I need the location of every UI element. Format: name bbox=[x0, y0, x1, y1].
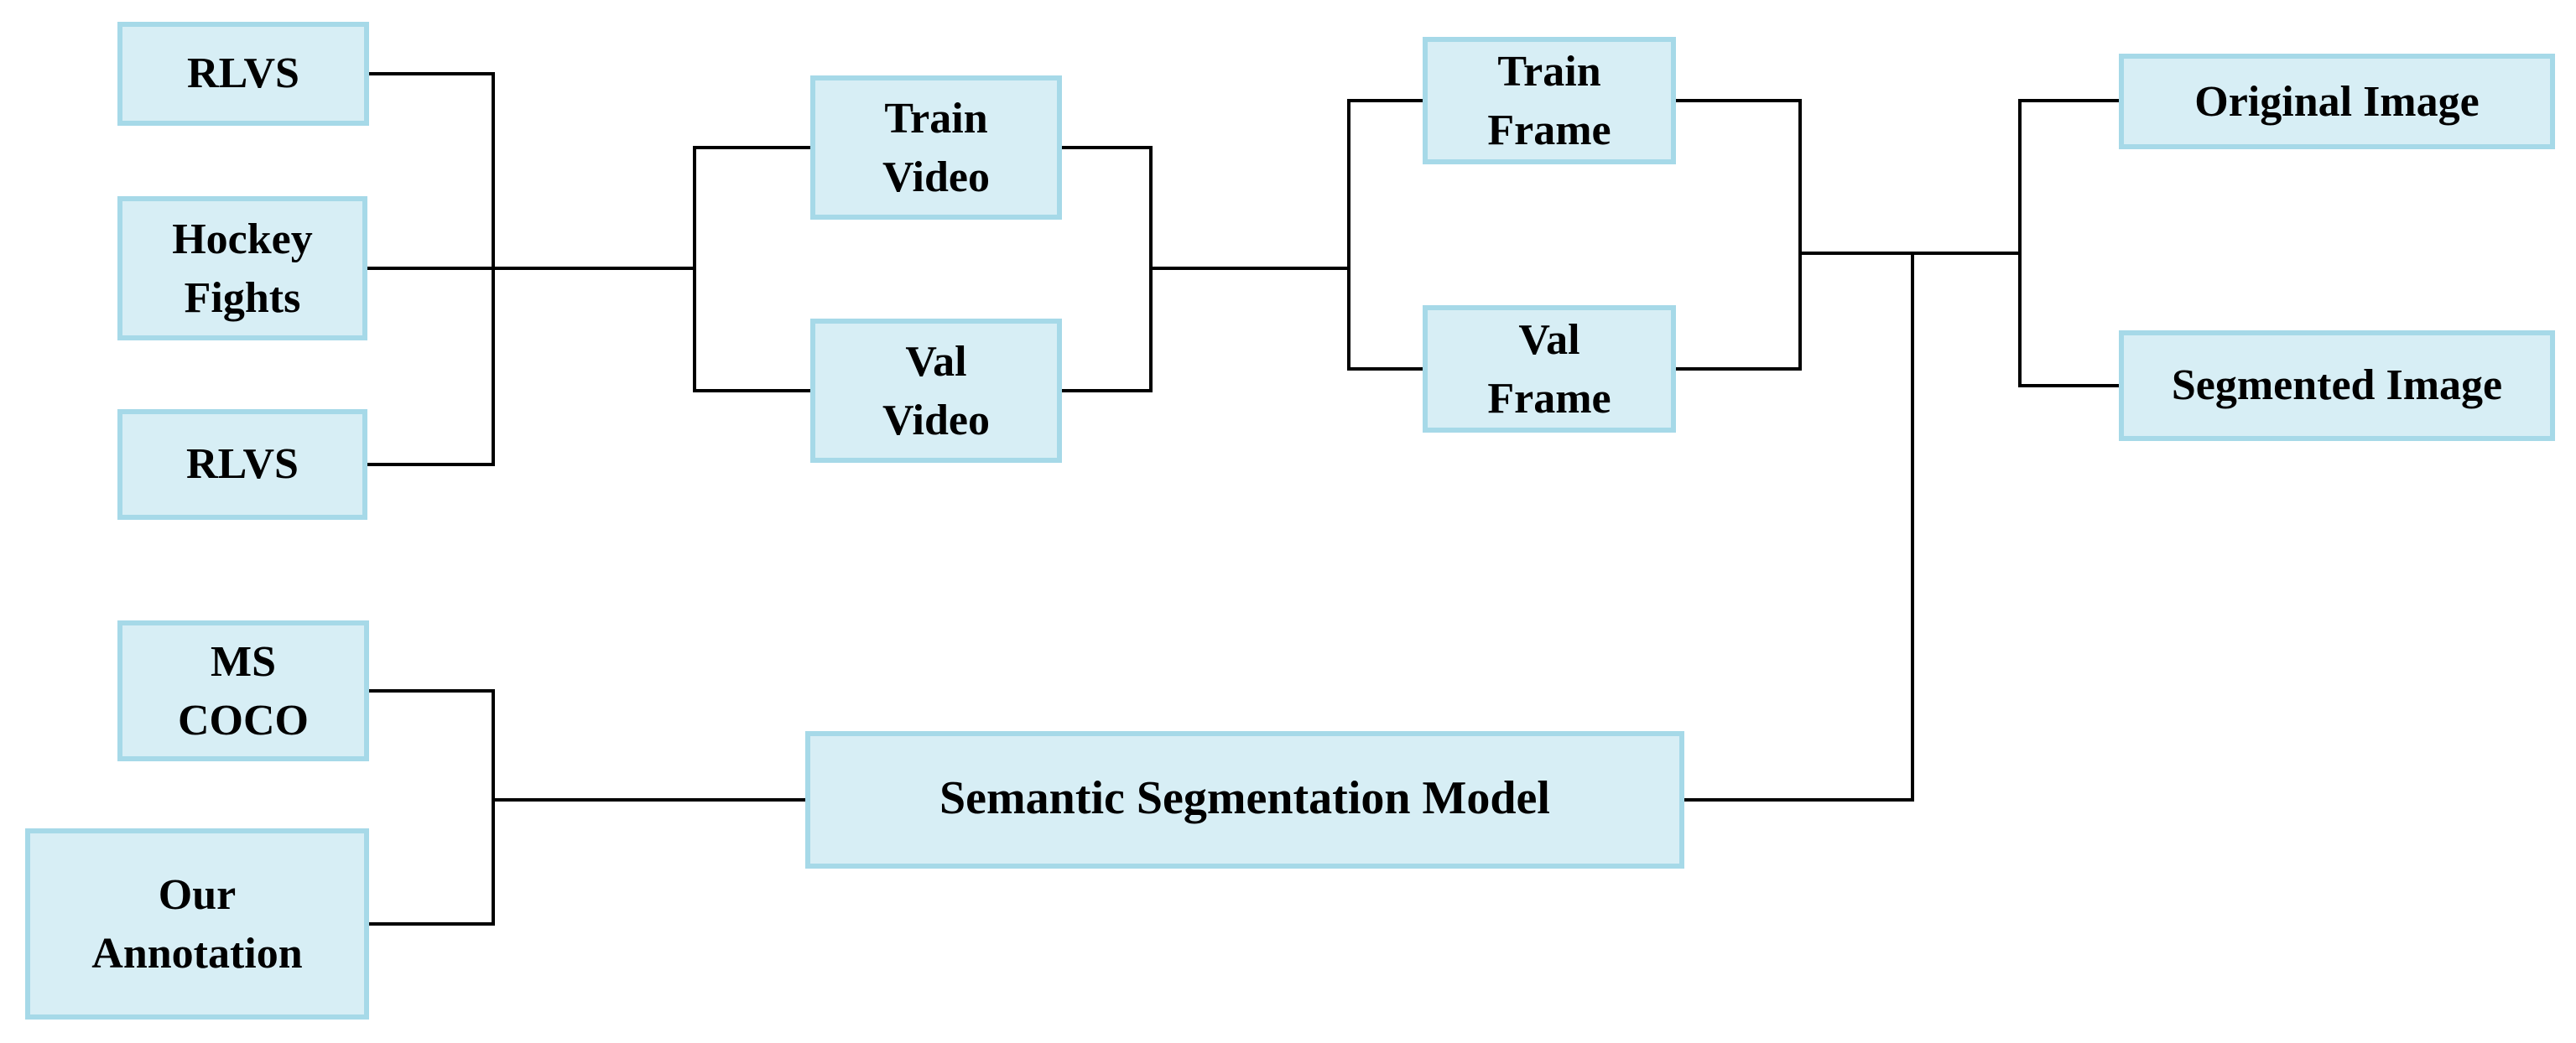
node-original-image: Original Image bbox=[2119, 54, 2555, 149]
node-our-annotation: Our Annotation bbox=[25, 828, 369, 1020]
node-ms-coco: MS COCO bbox=[117, 620, 369, 761]
node-semantic-segmentation-model: Semantic Segmentation Model bbox=[805, 731, 1684, 869]
connector-line bbox=[2018, 99, 2022, 387]
node-rlvs-bottom: RLVS bbox=[117, 409, 367, 520]
connector-line bbox=[693, 146, 810, 149]
connector-line bbox=[1676, 99, 1802, 102]
connector-line bbox=[369, 72, 495, 75]
connector-line bbox=[367, 267, 696, 270]
connector-line bbox=[1798, 252, 2022, 255]
connector-line bbox=[1347, 367, 1423, 371]
connector-line bbox=[492, 798, 805, 802]
connector-line bbox=[693, 146, 696, 392]
connector-line bbox=[1149, 267, 1350, 270]
connector-line bbox=[1798, 99, 1802, 371]
node-hockey-fights: Hockey Fights bbox=[117, 196, 367, 340]
node-rlvs-top: RLVS bbox=[117, 22, 369, 126]
node-val-frame: Val Frame bbox=[1423, 305, 1676, 433]
connector-line bbox=[492, 72, 495, 466]
connector-line bbox=[1062, 389, 1153, 392]
node-val-video: Val Video bbox=[810, 319, 1062, 463]
connector-line bbox=[1911, 252, 1914, 802]
connector-line bbox=[1062, 146, 1153, 149]
node-train-frame: Train Frame bbox=[1423, 37, 1676, 164]
connector-line bbox=[2018, 99, 2119, 102]
connector-line bbox=[492, 689, 495, 926]
connector-line bbox=[367, 463, 495, 466]
connector-line bbox=[693, 389, 810, 392]
node-train-video: Train Video bbox=[810, 75, 1062, 220]
connector-line bbox=[1676, 367, 1802, 371]
connector-line bbox=[369, 922, 495, 926]
connector-line bbox=[2018, 384, 2119, 387]
connector-line bbox=[1347, 99, 1423, 102]
connector-line bbox=[369, 689, 495, 693]
connector-line bbox=[1347, 99, 1350, 371]
node-segmented-image: Segmented Image bbox=[2119, 330, 2555, 441]
connector-line bbox=[1684, 798, 1914, 802]
